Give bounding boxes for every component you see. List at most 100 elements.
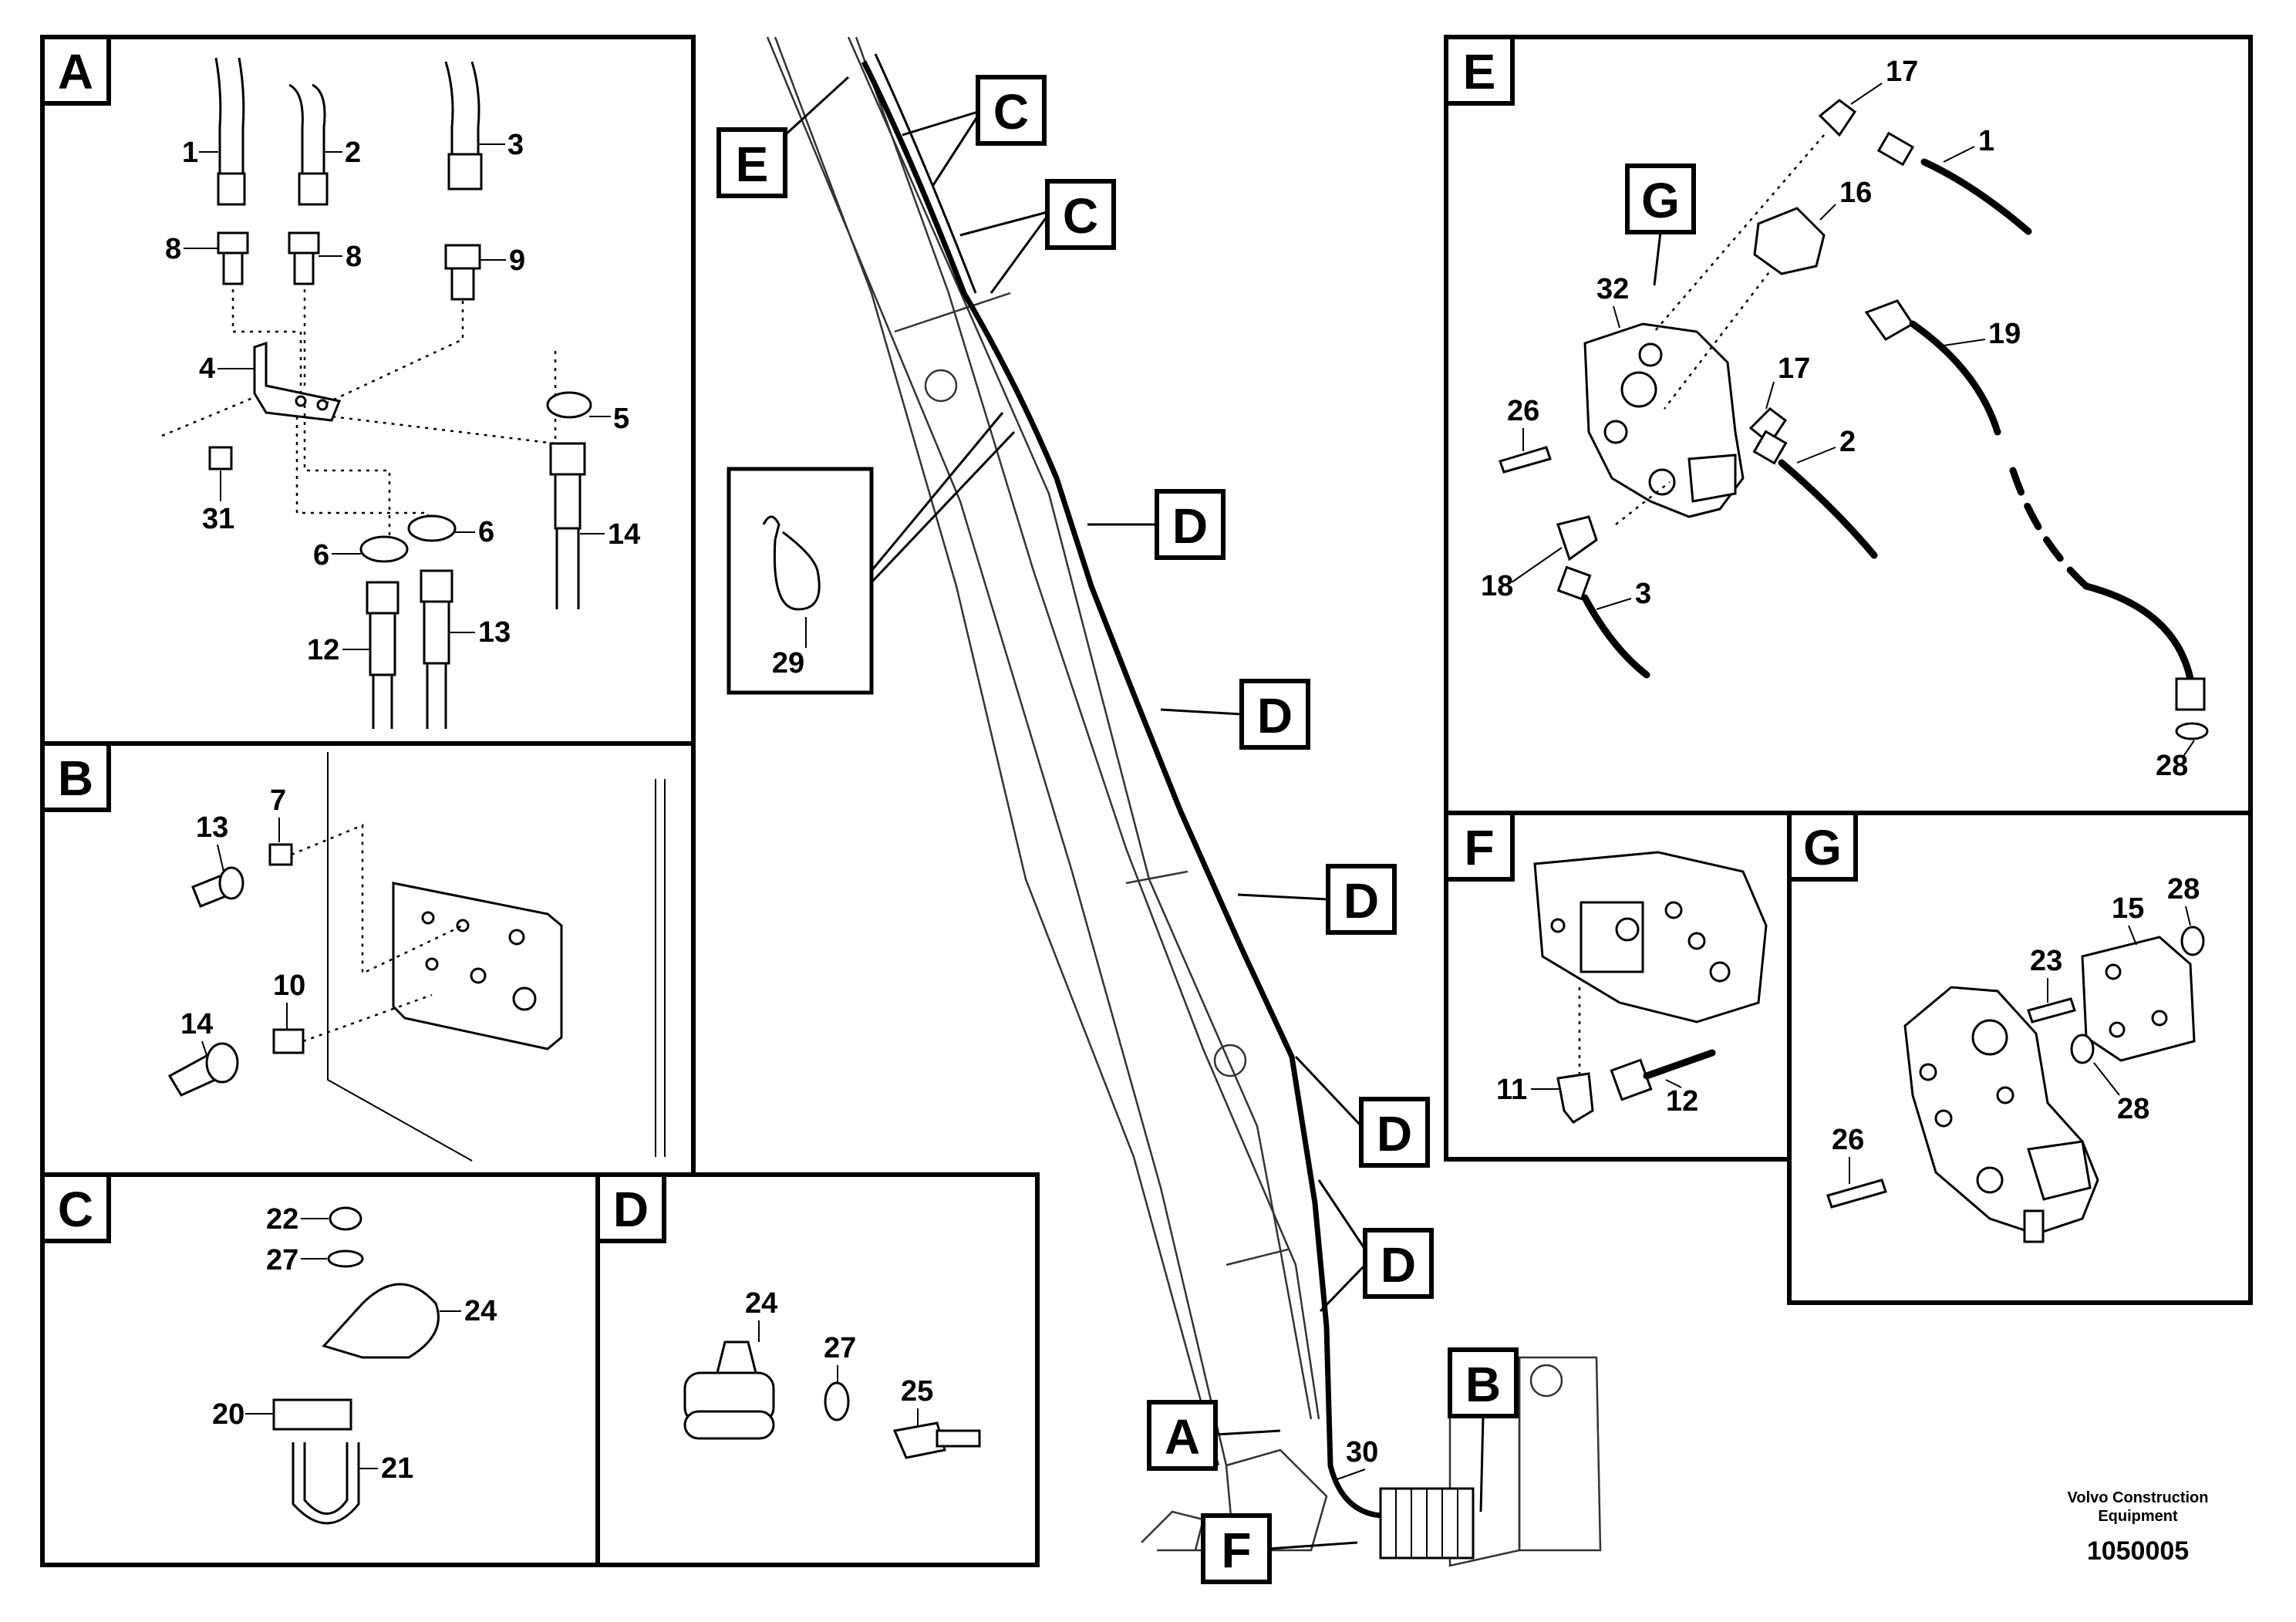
svg-text:21: 21 [381,1452,413,1485]
svg-text:8: 8 [165,233,181,265]
svg-text:D: D [1172,498,1208,554]
panel-c: C 22 27 24 20 21 [40,1172,600,1567]
clamp [322,1283,440,1359]
svg-text:28: 28 [2167,873,2200,905]
svg-text:4: 4 [199,352,215,385]
svg-text:12: 12 [1666,1085,1698,1118]
svg-text:31: 31 [202,503,234,535]
control-valve-detail [1903,986,2099,1243]
svg-text:18: 18 [1481,570,1513,602]
svg-text:19: 19 [1988,318,2021,350]
tag-d-5: D [1363,1228,1434,1299]
valve-block [1533,851,1768,1023]
svg-text:D: D [613,1182,649,1237]
panel-f: F 11 12 [1444,811,1792,1162]
svg-text:10: 10 [273,969,305,1002]
panel-e: E G [1444,35,2253,815]
panel-d: D 24 27 25 [595,1172,1040,1567]
manufacturer-line-2: Equipment [2098,1508,2178,1525]
svg-text:E: E [736,137,769,192]
tag-d-1: D [1155,489,1226,560]
svg-text:D: D [1377,1106,1412,1162]
tag-a: A [1147,1400,1218,1471]
svg-text:1: 1 [1978,125,1994,157]
svg-text:B: B [1465,1357,1501,1412]
panel-a: A 1 2 3 8 8 9 4 [40,35,696,746]
cover-plate [2081,936,2196,1062]
svg-text:2: 2 [345,137,361,169]
svg-text:28: 28 [2156,750,2188,782]
svg-text:23: 23 [2030,945,2062,977]
svg-text:16: 16 [1839,177,1872,209]
hoses-12-13 [366,569,453,729]
panel-c-label: C [40,1172,111,1243]
manufacturer-line-1: Volvo Construction [2068,1489,2209,1506]
svg-text:C: C [1063,188,1098,244]
svg-text:20: 20 [212,1398,244,1431]
tag-d-4: D [1359,1097,1430,1168]
svg-text:E: E [1463,44,1496,99]
svg-text:6: 6 [478,516,494,548]
panel-a-label: A [40,35,111,106]
panel-g: G 15 28 23 28 26 [1787,811,2253,1305]
svg-text:14: 14 [180,1008,213,1040]
svg-text:26: 26 [1507,395,1539,427]
tag-f: F [1201,1513,1272,1584]
svg-text:14: 14 [608,518,640,551]
svg-text:17: 17 [1886,56,1918,88]
svg-text:27: 27 [266,1244,298,1276]
svg-text:6: 6 [313,539,329,572]
svg-text:27: 27 [824,1332,856,1364]
panel-f-label: F [1444,811,1515,882]
svg-text:22: 22 [266,1203,298,1236]
svg-text:29: 29 [772,647,804,679]
svg-text:1: 1 [182,137,198,169]
svg-text:B: B [58,750,93,806]
svg-text:3: 3 [507,129,524,161]
svg-text:A: A [58,44,93,99]
svg-text:32: 32 [1596,273,1629,305]
svg-text:G: G [1641,173,1680,228]
svg-text:24: 24 [745,1287,777,1320]
svg-text:17: 17 [1778,352,1810,385]
svg-text:D: D [1344,873,1379,929]
valve-g-tag: G [1625,164,1696,234]
svg-text:C: C [58,1182,93,1237]
boom-assembly [766,36,1602,1567]
svg-text:7: 7 [270,784,286,817]
tie-callout-box: 29 [727,467,874,695]
svg-text:F: F [1464,820,1494,875]
svg-text:G: G [1803,820,1842,875]
svg-text:28: 28 [2117,1093,2149,1125]
svg-text:26: 26 [1832,1124,1864,1156]
svg-text:24: 24 [464,1295,497,1327]
tag-c-upper: C [976,75,1047,146]
panel-d-label: D [595,1172,666,1243]
tag-e: E [716,127,787,198]
tag-b: B [1448,1347,1519,1418]
tag-d-2: D [1239,679,1310,750]
svg-text:3: 3 [1635,578,1651,610]
svg-text:8: 8 [346,241,362,273]
svg-text:D: D [1381,1237,1416,1293]
svg-text:5: 5 [613,403,629,435]
panel-b: B 13 7 14 10 [40,741,696,1177]
panel-e-label: E [1444,35,1515,106]
svg-text:25: 25 [901,1375,933,1408]
tag-d-3: D [1326,864,1397,935]
svg-text:D: D [1257,688,1293,744]
svg-text:9: 9 [509,244,525,277]
clamp-24 [683,1340,775,1440]
svg-text:F: F [1221,1523,1251,1578]
base-valve-block [1379,1487,1475,1560]
tag-c-lower: C [1045,179,1116,250]
document-number: 1050005 [2087,1536,2189,1566]
hose-assembly-top [214,57,483,206]
svg-text:15: 15 [2112,892,2144,925]
hose-30-callout: 30 [1346,1436,1378,1469]
svg-text:12: 12 [307,634,339,666]
svg-text:13: 13 [196,811,228,844]
hose-14 [549,442,586,609]
svg-text:13: 13 [478,616,511,649]
